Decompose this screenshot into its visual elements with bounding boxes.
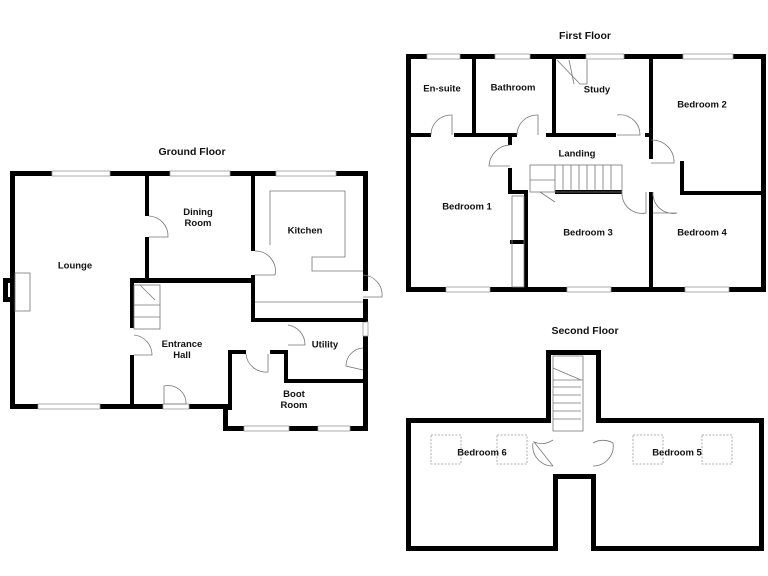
room-label-en-suite: En-suite <box>423 83 461 95</box>
room-label-bedroom-5: Bedroom 5 <box>652 447 702 459</box>
first-floor-plan <box>406 53 766 293</box>
room-label-dining-room: Dining Room <box>183 207 213 229</box>
room-label-bedroom-1: Bedroom 1 <box>442 201 492 213</box>
ground-floor-title: Ground Floor <box>158 146 226 158</box>
second-floor-plan <box>406 350 764 551</box>
first-floor-title: First Floor <box>559 30 611 42</box>
room-label-boot-room: Boot Room <box>280 389 308 411</box>
ground-floor-plan <box>3 170 383 432</box>
second-floor-title: Second Floor <box>551 325 619 337</box>
room-label-bathroom: Bathroom <box>490 82 536 94</box>
room-label-bedroom-3: Bedroom 3 <box>563 227 613 239</box>
room-label-bedroom-2: Bedroom 2 <box>677 99 727 111</box>
room-label-landing: Landing <box>558 148 596 160</box>
room-label-utility: Utility <box>311 339 339 351</box>
room-label-kitchen: Kitchen <box>287 225 323 237</box>
room-label-bedroom-6: Bedroom 6 <box>457 447 507 459</box>
room-label-bedroom-4: Bedroom 4 <box>677 227 727 239</box>
room-label-entrance-hall: Entrance Hall <box>161 339 203 361</box>
room-label-study: Study <box>583 84 611 96</box>
room-label-lounge: Lounge <box>57 260 93 272</box>
